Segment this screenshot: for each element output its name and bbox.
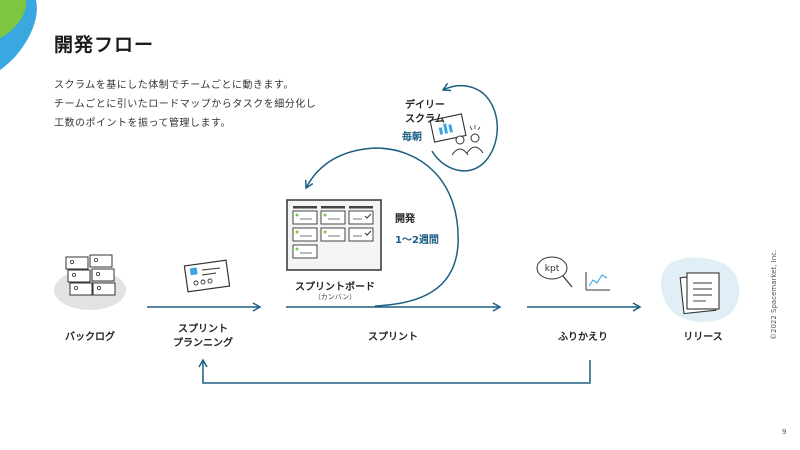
- sprint-label: スプリント: [368, 332, 418, 343]
- corner-decoration: [0, 0, 37, 70]
- description-line-2: チームごとに引いたロードマップからタスクを細分化し: [54, 99, 317, 110]
- daily-label-line-1: デイリー: [405, 100, 445, 111]
- flow-arrows: [147, 82, 642, 384]
- feedback-loop-arrow: [198, 358, 591, 384]
- backlog-label: バックログ: [65, 332, 115, 343]
- release-document-icon: [660, 257, 740, 322]
- daily-label-line-2: スクラム: [405, 114, 445, 125]
- description-line-3: 工数のポイントを振って管理します。: [54, 118, 231, 129]
- kpt-text: kpt: [545, 264, 560, 274]
- daily-loop-arrow: [431, 82, 498, 172]
- planning-card-icon: [183, 259, 231, 293]
- retrospective-icon: [536, 256, 610, 291]
- description-line-1: スクラムを基にした体制でチームごとに動きます。: [54, 80, 294, 91]
- board-label: スプリントボード: [295, 282, 375, 293]
- page-title: 開発フロー: [54, 34, 155, 56]
- sprint-loop-arrow: [304, 147, 459, 307]
- page-number: 9: [782, 428, 787, 436]
- backlog-icon: [54, 254, 126, 310]
- release-label: リリース: [683, 332, 723, 343]
- dev-duration: 1〜2週間: [395, 235, 439, 246]
- daily-frequency: 毎朝: [402, 132, 422, 143]
- planning-label-line-2: プランニング: [173, 338, 233, 349]
- copyright: ©2022 Spacemarket, Inc.: [770, 249, 778, 340]
- dev-label: 開発: [395, 214, 415, 225]
- retrospective-label: ふりかえり: [558, 332, 608, 343]
- board-sublabel: （カンバン）: [313, 293, 357, 301]
- kanban-board-icon: [286, 199, 382, 271]
- planning-label-line-1: スプリント: [178, 324, 228, 335]
- daily-scrum-icon: [429, 113, 484, 156]
